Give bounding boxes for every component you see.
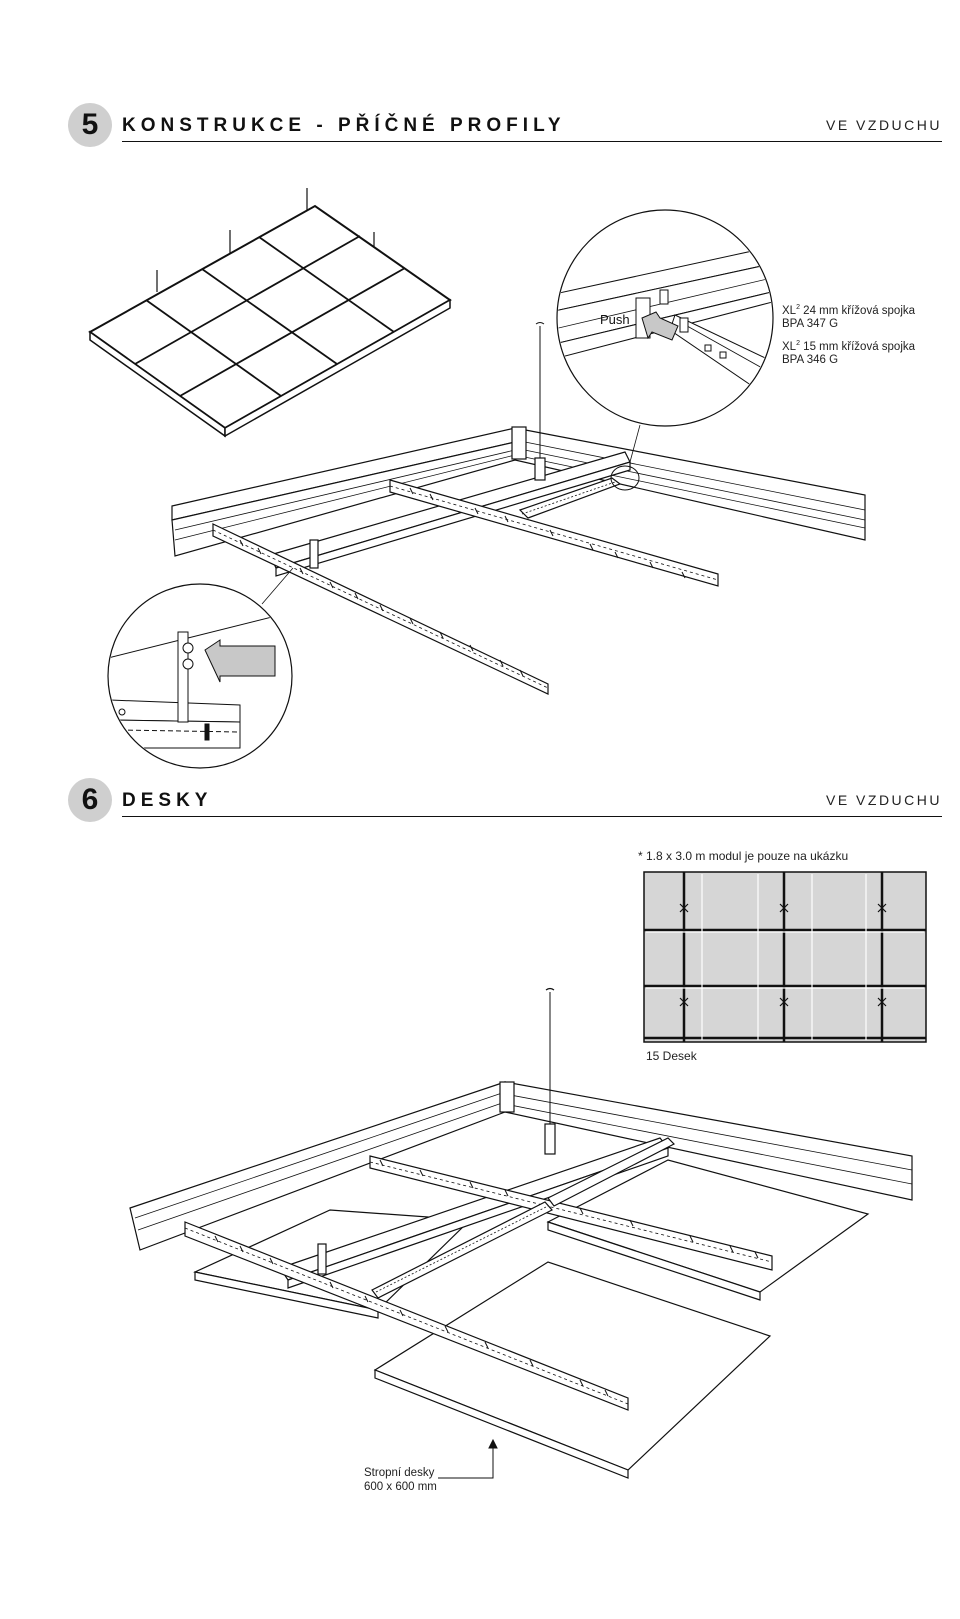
ceiling-overview-drawing <box>88 188 452 438</box>
connector-labels: XL2 24 mm křížová spojka BPA 347 G XL2 1… <box>782 304 916 366</box>
connector-24-text: 24 mm křížová spojka <box>800 305 916 317</box>
connector-24-code: BPA 347 G <box>782 318 838 330</box>
section-5-header: 5 KONSTRUKCE - PŘÍČNÉ PROFILY VE VZDUCHU <box>68 103 942 151</box>
tee-slot-marks <box>239 487 686 677</box>
connector-15-prefix: XL <box>782 341 797 353</box>
section-subtitle: VE VZDUCHU <box>825 792 942 808</box>
tile-label-line1: Stropní desky <box>364 1467 435 1479</box>
hanger-cross-marks <box>679 903 887 1007</box>
main-grid-drawing <box>171 322 866 695</box>
connector-24-prefix: XL <box>782 305 797 317</box>
step-number-badge: 5 <box>68 103 112 147</box>
hanger-detail-callout <box>107 567 294 769</box>
svg-text:XL2 15 mm křížová spojka: XL2 15 mm křížová spojka <box>782 340 916 353</box>
tile-label-line2: 600 x 600 mm <box>364 1481 437 1493</box>
module-note: * 1.8 x 3.0 m modul je pouze na ukázku <box>638 849 848 863</box>
push-label: Push <box>600 312 630 327</box>
header-rule <box>122 816 942 817</box>
svg-text:XL2 24 mm křížová spojka: XL2 24 mm křížová spojka <box>782 304 916 317</box>
connector-24-sup: 2 <box>796 304 800 311</box>
section-6-header: 6 DESKY VE VZDUCHU <box>68 778 942 826</box>
panels-illustration: * 1.8 x 3.0 m modul je pouze na ukázku <box>129 849 927 1493</box>
step-number-badge: 6 <box>68 778 112 822</box>
connector-15-sup: 2 <box>796 340 800 347</box>
panel-count: 15 Desek <box>646 1049 698 1063</box>
tee-slot-marks <box>214 1159 759 1397</box>
connector-15-code: BPA 346 G <box>782 354 838 366</box>
cross-profile-illustration: Push XL2 24 mm křížová spojka BPA 347 G … <box>88 188 916 769</box>
section-title: DESKY <box>122 790 213 811</box>
tile-callout-leader <box>438 1438 498 1479</box>
connector-15-text: 15 mm křížová spojka <box>800 341 916 353</box>
module-plan-diagram <box>643 871 927 1043</box>
header-rule <box>122 141 942 142</box>
panel-installation-drawing <box>129 987 913 1479</box>
section-title: KONSTRUKCE - PŘÍČNÉ PROFILY <box>122 115 566 136</box>
section-subtitle: VE VZDUCHU <box>825 117 942 133</box>
